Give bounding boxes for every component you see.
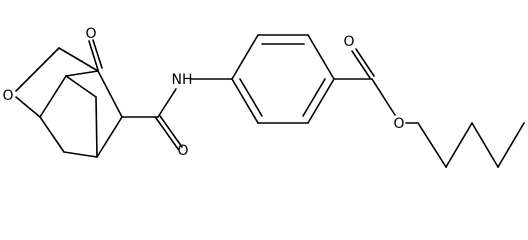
bond-r4-r5 <box>307 78 335 124</box>
bond-ester-co-2 <box>355 48 375 77</box>
bicyclic-cage <box>15 39 123 158</box>
bond-p1-p2 <box>417 122 447 168</box>
bond-amide-co-1 <box>155 117 179 150</box>
atom-labels: O O NH O O O <box>2 26 404 159</box>
atom-label-keto-o: O <box>85 26 96 42</box>
bond-keto-1 <box>88 40 99 71</box>
bond-ca-cb <box>97 70 123 118</box>
atom-label-ether-o: O <box>2 88 13 104</box>
bond-c1-ca <box>58 47 99 72</box>
bond-c2-bridge <box>65 75 97 98</box>
bond-c3-c5 <box>39 116 65 153</box>
atom-label-ester-o: O <box>393 116 404 132</box>
bond-inner-3 <box>239 78 263 117</box>
bond-inner-2 <box>302 78 326 117</box>
bond-r1-r2 <box>231 34 259 80</box>
atom-label-ester-carbonyl-o: O <box>343 34 354 50</box>
atom-label-nh: NH <box>172 72 193 88</box>
bond-cb-c4 <box>96 116 123 158</box>
bond-keto-2 <box>92 39 103 69</box>
bond-r6-r1 <box>231 78 259 124</box>
bond-camide-nh <box>157 88 177 118</box>
atom-label-amide-o: O <box>177 143 188 159</box>
bond-c5-c4 <box>63 151 98 158</box>
bond-p4-p5 <box>497 122 525 168</box>
bond-c1-oe <box>15 47 60 92</box>
bond-ca-c2 <box>65 70 99 77</box>
bond-bridge-c4 <box>95 96 98 158</box>
bond-cester-o <box>371 78 396 116</box>
bond-c3-c2 <box>39 75 67 118</box>
bond-p3-p4 <box>471 122 499 168</box>
pentyl-chain <box>405 122 525 168</box>
bond-amide-co-2 <box>159 115 183 148</box>
bond-oe-c3 <box>15 96 41 118</box>
bond-ester-co-1 <box>351 50 371 79</box>
ester-group <box>333 48 396 116</box>
bond-r3-r4 <box>307 34 335 80</box>
amide-linker <box>121 78 233 150</box>
bond-p2-p3 <box>445 122 473 168</box>
chemical-structure: O O NH O O O <box>2 26 525 168</box>
benzene-ring <box>231 34 335 124</box>
